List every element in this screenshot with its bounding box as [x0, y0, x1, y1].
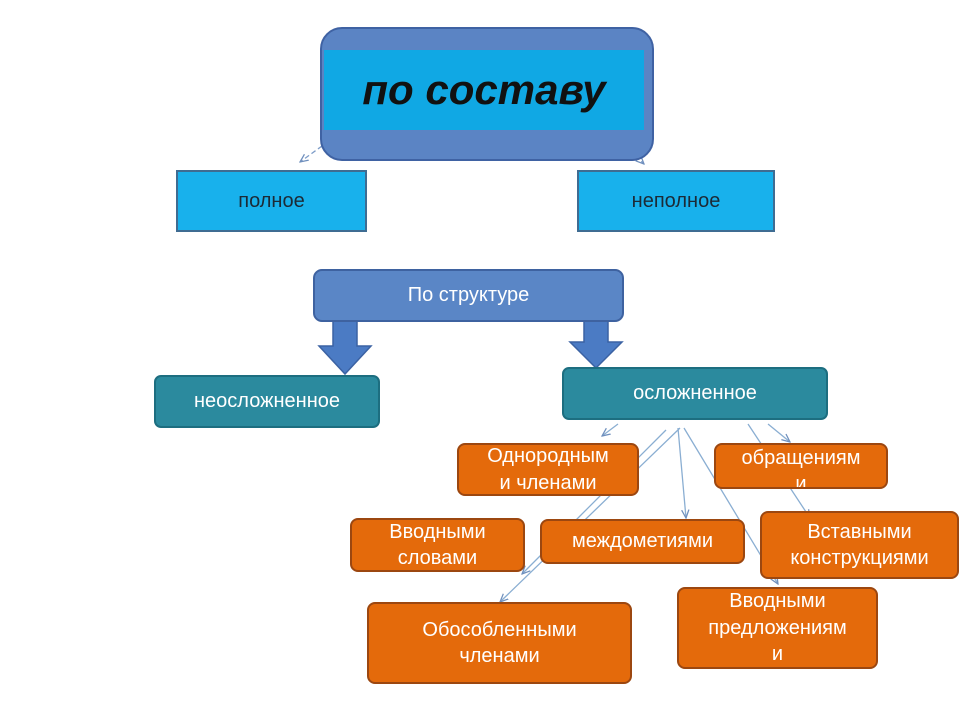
- address-label: обращениям и: [741, 447, 861, 489]
- interjections-box: междометиями: [540, 519, 745, 564]
- address-box: обращениям и: [714, 443, 888, 489]
- isolated-label: Обособленными членами: [422, 618, 577, 667]
- complicated-label: осложненное: [633, 382, 757, 405]
- incomplete-label: неполное: [631, 189, 721, 212]
- structure-box: По структуре: [313, 269, 624, 322]
- full-label: полное: [238, 189, 305, 212]
- connector-to-interjections: [677, 427, 686, 518]
- intro-sentences-box: Вводными предложениям и: [677, 587, 878, 669]
- intro-words-label: Вводными словами: [389, 520, 486, 569]
- intro-words-box: Вводными словами: [350, 518, 525, 572]
- homogeneous-box: Однородным и членами: [457, 443, 639, 496]
- complicated-box: осложненное: [562, 367, 828, 420]
- homogeneous-label: Однородным и членами: [487, 445, 609, 494]
- title-box: по составу: [324, 50, 644, 130]
- connector-title-to-full: [300, 145, 323, 162]
- uncomplicated-label: неосложненное: [194, 390, 340, 413]
- arrow-down-left: [317, 319, 373, 376]
- arrow-down-right: [568, 319, 624, 370]
- structure-label: По структуре: [407, 284, 530, 307]
- interjections-label: междометиями: [571, 530, 714, 553]
- uncomplicated-box: неосложненное: [154, 375, 380, 428]
- inserted-box: Вставными конструкциями: [760, 511, 959, 579]
- inserted-label: Вставными конструкциями: [790, 520, 929, 569]
- connector-to-homogeneous: [602, 423, 619, 436]
- intro-sentences-label: Вводными предложениям и: [708, 590, 847, 666]
- isolated-box: Обособленными членами: [367, 602, 632, 684]
- title-text: по составу: [362, 66, 606, 113]
- connector-to-address: [767, 423, 790, 442]
- full-box: полное: [176, 170, 367, 232]
- incomplete-box: неполное: [577, 170, 775, 232]
